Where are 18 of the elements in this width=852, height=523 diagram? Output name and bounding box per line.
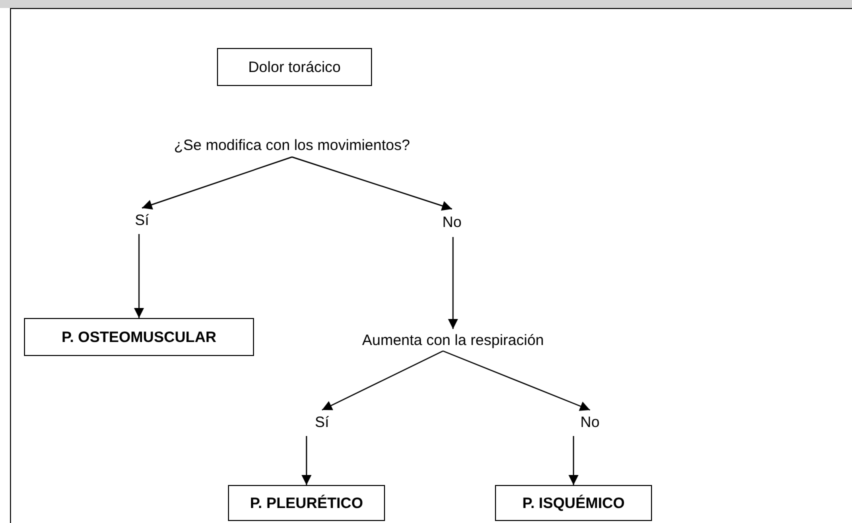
arrow (302, 436, 312, 485)
question-text: Aumenta con la respiración (320, 329, 586, 351)
answer-label: No (438, 209, 466, 235)
arrow (568, 436, 578, 485)
arrow (134, 234, 144, 318)
process-box: Dolor torácico (217, 48, 372, 86)
result-box: P. ISQUÉMICO (495, 485, 652, 521)
answer-label: No (576, 410, 604, 434)
question-text: ¿Se modifica con los movimientos? (130, 133, 454, 157)
arrow (322, 350, 444, 411)
arrow (292, 156, 452, 211)
result-box: P. OSTEOMUSCULAR (24, 318, 254, 356)
result-box: P. PLEURÉTICO (228, 485, 385, 521)
arrow (142, 156, 292, 210)
arrow (442, 350, 590, 411)
answer-label: Sí (130, 208, 154, 232)
answer-label: Sí (310, 410, 334, 434)
arrow (448, 237, 458, 329)
